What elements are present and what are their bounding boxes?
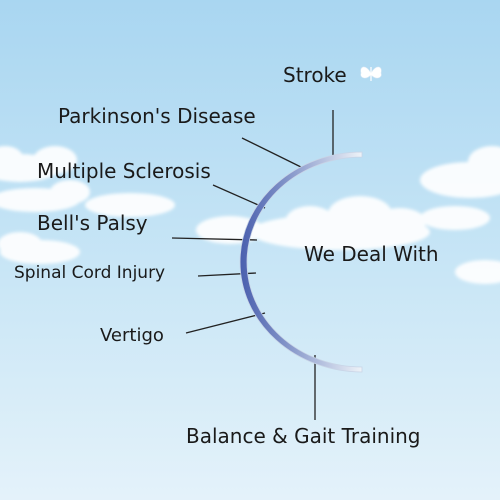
condition-parkinsons: Parkinson's Disease — [58, 104, 256, 128]
connector-parkinsons — [241, 137, 306, 170]
connector-lines — [171, 110, 334, 420]
condition-spinal-cord-injury: Spinal Cord Injury — [14, 263, 166, 283]
butterfly-icon — [360, 66, 382, 81]
cloud-left-mid — [0, 180, 175, 217]
cloud-left-low — [0, 232, 80, 264]
connector-vertigo — [185, 312, 266, 334]
center-label: We Deal With — [304, 242, 439, 266]
condition-stroke: Stroke — [283, 63, 347, 87]
connector-ms — [212, 184, 266, 209]
crescent-arc — [239, 151, 363, 373]
condition-multiple-sclerosis: Multiple Sclerosis — [37, 159, 211, 183]
condition-vertigo: Vertigo — [100, 325, 164, 346]
cloud-left-top — [0, 146, 77, 182]
condition-bells-palsy: Bell's Palsy — [37, 211, 148, 235]
condition-balance-gait: Balance & Gait Training — [186, 424, 421, 448]
cloud-right — [420, 146, 500, 284]
